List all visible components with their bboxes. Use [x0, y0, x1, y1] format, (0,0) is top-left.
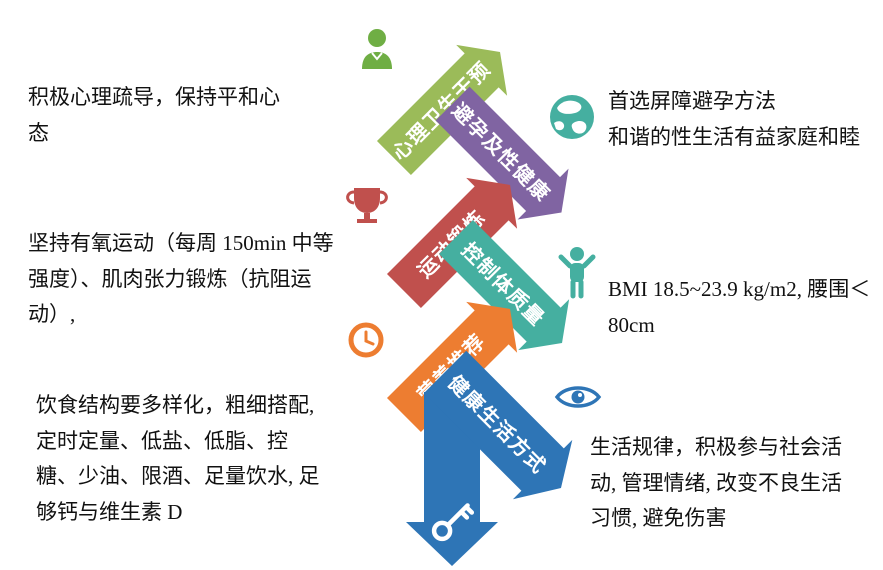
eye-icon [554, 386, 602, 408]
globe-icon [550, 95, 594, 139]
note-lifestyle: 生活规律，积极参与社会活动, 管理情绪, 改变不良生活习惯, 避免伤害 [590, 435, 842, 531]
arrow-shape [423, 350, 573, 500]
trophy-icon [346, 188, 388, 223]
note-contraception: 首选屏障避孕方法 和谐的性生活有益家庭和睦 [608, 89, 860, 149]
person-arms-up-icon [558, 247, 596, 299]
arrow-shape [435, 86, 569, 220]
arrow-shape [376, 44, 508, 176]
note-psychology: 积极心理疏导，保持平和心态 [28, 85, 280, 145]
note-diet: 饮食结构要多样化，粗细搭配, 定时定量、低盐、低脂、控糖、少油、限酒、足量饮水,… [36, 393, 320, 525]
arrow-shape [438, 219, 570, 351]
note-exercise: 坚持有氧运动（每周 150min 中等强度）、肌肉张力锻炼（抗阻运动）, [28, 231, 334, 327]
key-icon [431, 503, 475, 542]
clock-icon [348, 322, 384, 358]
person-bust-icon [362, 29, 392, 69]
note-bmi: BMI 18.5~23.9 kg/m2, 腰围＜80cm [608, 277, 871, 337]
